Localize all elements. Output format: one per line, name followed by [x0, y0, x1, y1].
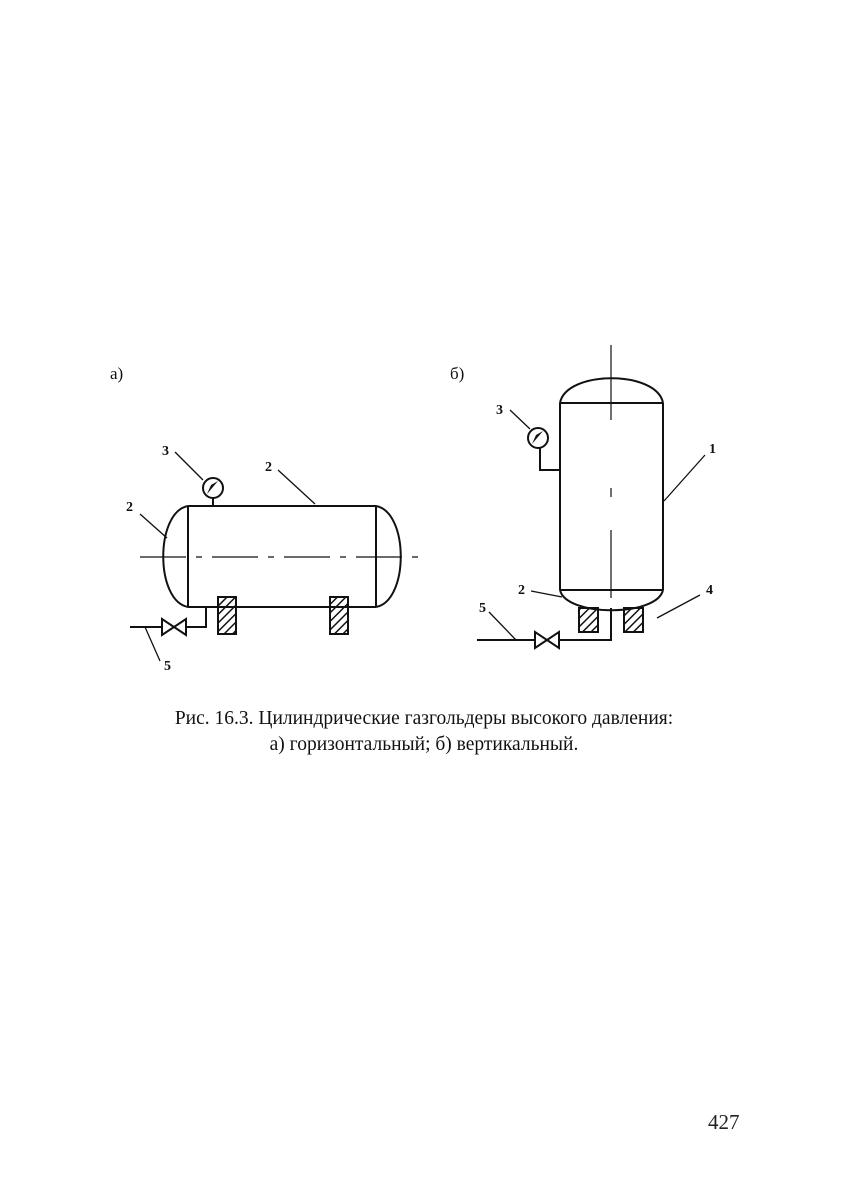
leader-shell-a: [278, 470, 315, 504]
valve-icon: [162, 619, 186, 635]
pressure-gauge-icon: [203, 478, 223, 498]
horizontal-support-left: [218, 597, 236, 634]
leader-pipe-b: [489, 612, 516, 640]
part-b-label: б): [450, 364, 464, 383]
callout-2-vertical: 2: [518, 583, 525, 598]
vertical-gasholder: [477, 345, 663, 648]
callout-3-horizontal: 3: [162, 444, 169, 459]
part-a-label: а): [110, 364, 123, 383]
leader-support-b: [657, 595, 700, 618]
callout-5-horizontal: 5: [164, 659, 171, 674]
callout-5-vertical: 5: [479, 601, 486, 616]
horizontal-gasholder: [130, 478, 420, 635]
figure-caption-line-2: а) горизонтальный; б) вертикальный.: [0, 732, 848, 758]
vertical-gauge-pipe: [540, 448, 560, 470]
leader-shell-b: [664, 455, 705, 501]
horizontal-drain-pipe: [186, 607, 206, 627]
vertical-support-right: [624, 608, 643, 632]
page-number: 427: [708, 1110, 740, 1135]
callout-4-vertical: 4: [706, 583, 713, 598]
leader-pipe-a: [145, 627, 160, 661]
callout-2-horizontal-head: 2: [126, 500, 133, 515]
pressure-gauge-icon: [528, 428, 548, 448]
figure-caption-line-1: Рис. 16.3. Цилиндрические газгольдеры вы…: [0, 706, 848, 732]
leader-head-b: [531, 591, 562, 597]
vertical-leaders: [489, 410, 705, 640]
valve-icon: [535, 632, 559, 648]
horizontal-support-right: [330, 597, 348, 634]
leader-gauge-a: [175, 452, 203, 480]
callout-2-horizontal-shell: 2: [265, 460, 272, 475]
leader-head-a: [140, 514, 167, 538]
callout-3-vertical: 3: [496, 403, 503, 418]
leader-gauge-b: [510, 410, 530, 429]
vertical-support-left: [579, 608, 598, 632]
callout-1-vertical: 1: [709, 442, 716, 457]
